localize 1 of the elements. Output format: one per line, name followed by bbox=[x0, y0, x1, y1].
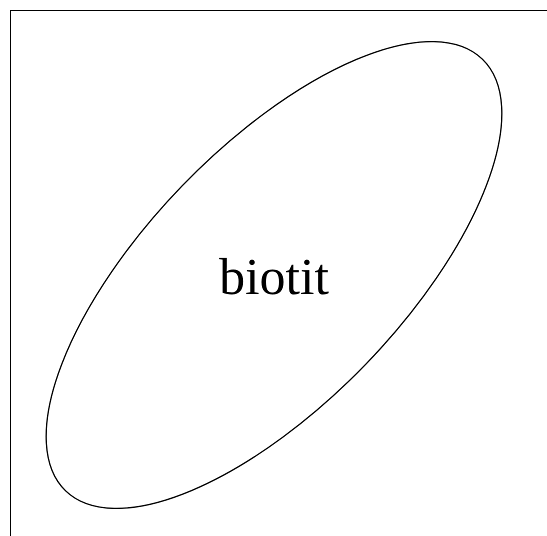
ellipse-label: biotit bbox=[219, 248, 329, 307]
